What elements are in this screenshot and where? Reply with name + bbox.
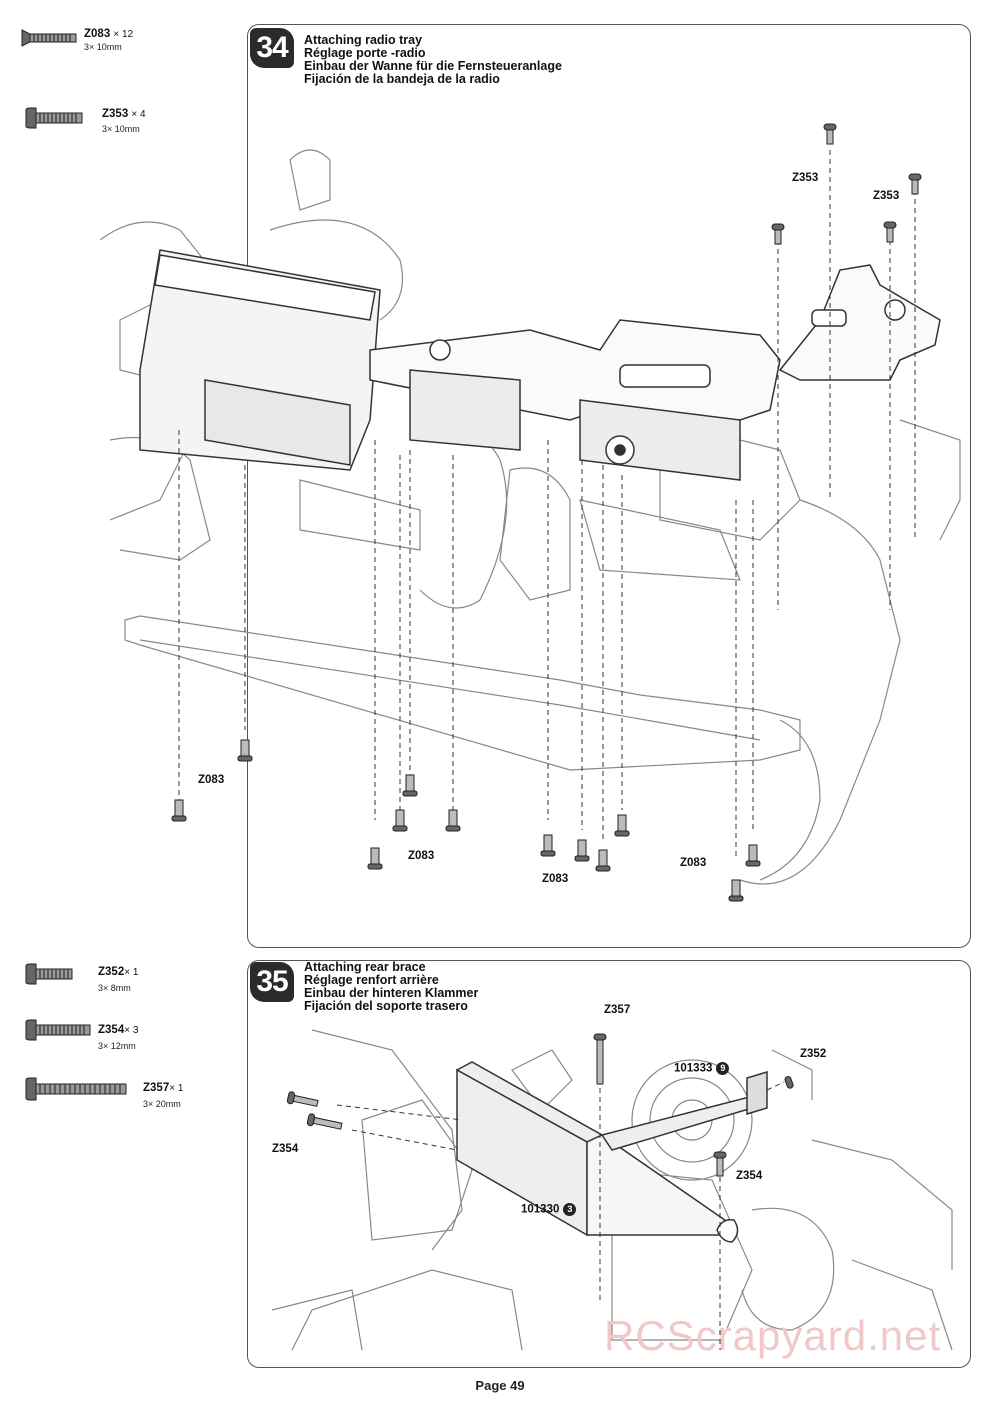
step-34-title-fr: Réglage porte -radio (304, 46, 426, 60)
step-34-callout-z083-a: Z083 (198, 774, 225, 786)
screw-z352-icon (25, 963, 73, 985)
step-35-title-fr: Réglage renfort arrière (304, 973, 439, 987)
step-35-callout-z354-b: Z354 (736, 1170, 763, 1182)
screw-z353-icon (25, 107, 83, 129)
step-35-title-es: Fijación del soporte trasero (304, 999, 468, 1013)
step-34-title-es: Fijación de la bandeja de la radio (304, 72, 500, 86)
part-z357-size: 3× 20mm (143, 1099, 181, 1109)
screw-z354-icon (25, 1019, 91, 1041)
step-34-callout-z353-b: Z353 (873, 190, 900, 202)
page-number: Page 49 (475, 1378, 525, 1393)
step-34-callout-z083-b: Z083 (408, 850, 435, 862)
callout-number-3: 3 (563, 1203, 577, 1216)
part-z357-code: Z357× 1 (143, 1082, 184, 1094)
rear-brace-assembly-diagram (271, 1029, 953, 1351)
part-z352-code: Z352× 1 (98, 966, 139, 978)
part-z352-size: 3× 8mm (98, 983, 131, 993)
step-35-title-de: Einbau der hinteren Klammer (304, 986, 479, 1000)
step-34-badge: 34 (250, 28, 294, 68)
step-35-title-en: Attaching rear brace (304, 960, 426, 974)
screw-z083-icon (21, 29, 77, 47)
step-34-title-en: Attaching radio tray (304, 33, 423, 47)
step-34-callout-z353-a: Z353 (792, 172, 819, 184)
step-34-callout-z083-d: Z083 (680, 857, 707, 869)
screw-z357-icon (25, 1077, 127, 1101)
step-34-callout-z083-c: Z083 (542, 873, 569, 885)
callout-number-9: 9 (716, 1062, 730, 1075)
part-z353-size: 3× 10mm (102, 124, 140, 134)
step-35-callout-z352: Z352 (800, 1048, 827, 1060)
step-35-callout-z354-a: Z354 (272, 1143, 299, 1155)
step-35-badge: 35 (250, 962, 294, 1002)
radio-tray-assembly-diagram (100, 123, 961, 902)
part-z354-code: Z354× 3 (98, 1024, 139, 1036)
part-z083-code: Z083 × 12 (84, 28, 134, 40)
watermark: RCScrapyard.net (604, 1312, 942, 1359)
step-35-callout-z357: Z357 (604, 1004, 631, 1016)
part-z083-size: 3× 10mm (84, 42, 122, 52)
part-z353-code: Z353 × 4 (102, 108, 146, 120)
step-34-title-de: Einbau der Wanne für die Fernsteueranlag… (304, 59, 562, 73)
part-z354-size: 3× 12mm (98, 1041, 136, 1051)
